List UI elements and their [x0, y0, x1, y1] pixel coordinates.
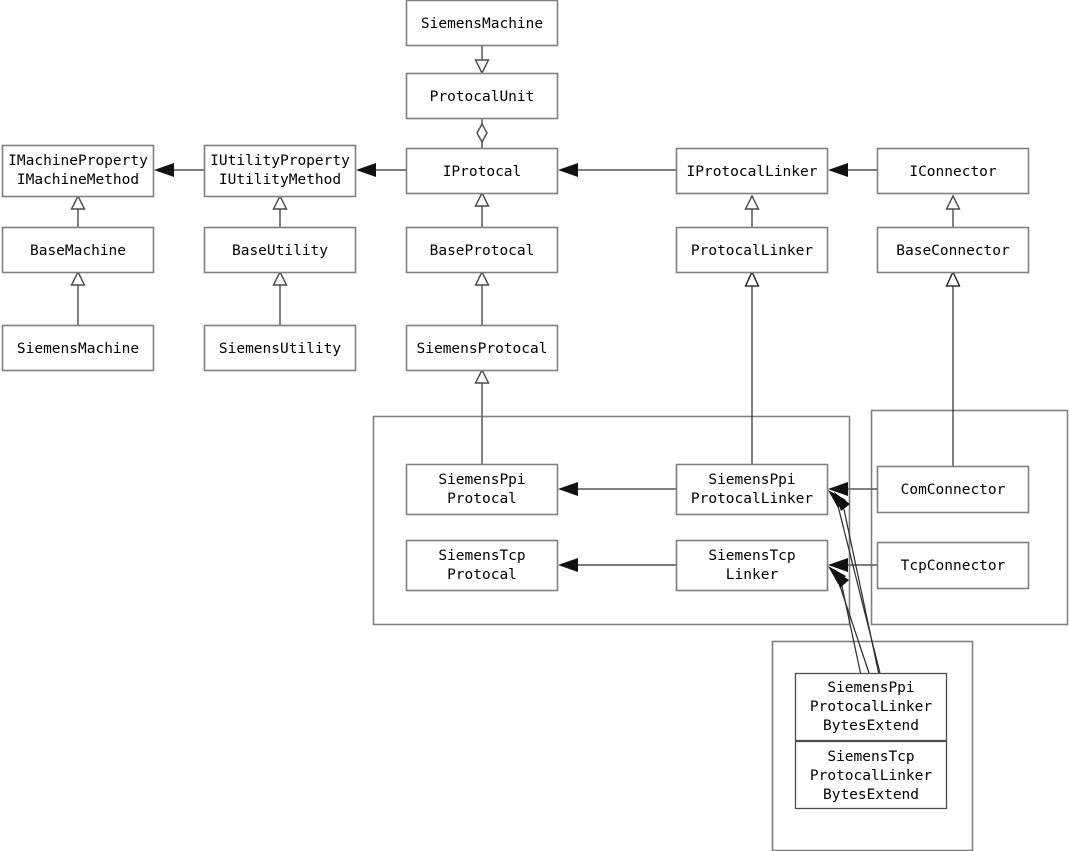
node-label-iprotocal-linker: IProtocalLinker — [687, 164, 818, 180]
node-base-connector[interactable]: BaseConnector — [876, 226, 1030, 274]
arrowhead-generalization-protocallinker — [744, 270, 760, 287]
arrowhead-generalization-protocalunit — [474, 59, 490, 75]
node-iconnector[interactable]: IConnector — [876, 147, 1030, 195]
arrowhead-generalization-baseutility — [272, 270, 288, 286]
group-connector-implementations — [870, 409, 1069, 626]
node-label-siemens-tcp-linker-line2: Linker — [726, 567, 779, 583]
node-siemens-ppi-protocal-linker[interactable]: SiemensPpi ProtocalLinker — [675, 463, 829, 516]
arrowhead-association-tcplinker-from-tcpbytes — [832, 569, 849, 588]
node-label-iutility-property-line1: IUtilityProperty — [210, 153, 350, 169]
node-siemens-ppi-protocal[interactable]: SiemensPpi Protocal — [405, 463, 559, 516]
node-protocal-linker[interactable]: ProtocalLinker — [675, 226, 829, 274]
node-label-siemens-machine-top: SiemensMachine — [421, 16, 543, 32]
node-label-siemens-tcp-bytes-extend-line3: BytesExtend — [823, 787, 919, 803]
arrowhead-association-iutility — [356, 163, 376, 177]
node-label-siemens-ppi-bytes-extend-line3: BytesExtend — [823, 718, 919, 734]
node-label-base-utility: BaseUtility — [232, 243, 328, 259]
node-label-siemens-protocal: SiemensProtocal — [417, 341, 548, 357]
node-label-com-connector: ComConnector — [901, 482, 1006, 498]
node-label-imachine-property-line2: IMachineMethod — [17, 172, 139, 188]
node-label-iutility-property-line2: IUtilityMethod — [219, 172, 341, 188]
node-label-protocal-linker: ProtocalLinker — [691, 243, 813, 259]
node-iprotocal[interactable]: IProtocal — [405, 147, 559, 195]
node-iutility-property[interactable]: IUtilityProperty IUtilityMethod — [203, 144, 357, 198]
node-tcp-connector[interactable]: TcpConnector — [876, 541, 1030, 590]
node-label-siemens-machine-bottom: SiemensMachine — [17, 341, 139, 357]
node-siemens-protocal[interactable]: SiemensProtocal — [405, 324, 559, 372]
arrowhead-generalization-baseprotocal — [474, 270, 490, 286]
node-label-base-protocal: BaseProtocal — [430, 243, 535, 259]
arrowhead-association-tcpprotocal — [558, 558, 578, 572]
node-label-base-connector: BaseConnector — [896, 243, 1010, 259]
arrowhead-association-ppilinker — [828, 482, 848, 496]
arrowhead-generalization-siemensprotocal — [474, 368, 490, 384]
arrowhead-association-tcplinker — [828, 558, 848, 572]
arrowhead-association-iprotocallinker — [828, 163, 848, 177]
node-label-siemens-ppi-protocal-line1: SiemensPpi — [438, 472, 525, 488]
node-label-siemens-tcp-protocal-line1: SiemensTcp — [438, 548, 525, 564]
node-label-iconnector: IConnector — [909, 164, 997, 180]
node-siemens-utility[interactable]: SiemensUtility — [203, 324, 357, 372]
arrowhead-association-ppiprotocal — [558, 482, 578, 496]
node-siemens-tcp-protocal[interactable]: SiemensTcp Protocal — [405, 539, 559, 592]
node-imachine-property[interactable]: IMachineProperty IMachineMethod — [1, 144, 155, 198]
node-siemens-tcp-linker[interactable]: SiemensTcp Linker — [675, 539, 829, 592]
arrowhead-association-ppilinker-from-tcpbytes — [834, 492, 850, 511]
node-label-siemens-ppi-protocal-line2: Protocal — [447, 491, 517, 507]
node-label-siemens-ppi-protocal-linker-line1: SiemensPpi — [708, 472, 795, 488]
node-label-siemens-tcp-bytes-extend-line1: SiemensTcp — [827, 749, 914, 765]
node-iprotocal-linker[interactable]: IProtocalLinker — [675, 147, 829, 195]
arrowhead-generalization-iprotocal — [474, 191, 490, 207]
node-label-siemens-tcp-bytes-extend-line2: ProtocalLinker — [810, 768, 932, 784]
arrowhead-generalization-iutility-2 — [272, 194, 288, 210]
arrowhead-association-iprotocal — [558, 163, 578, 177]
node-base-utility[interactable]: BaseUtility — [203, 226, 357, 274]
arrowhead-generalization-imachine — [70, 194, 86, 210]
node-label-imachine-property-line1: IMachineProperty — [8, 153, 148, 169]
node-label-tcp-connector: TcpConnector — [901, 558, 1006, 574]
node-label-siemens-ppi-protocal-linker-line2: ProtocalLinker — [691, 491, 813, 507]
arrowhead-association-imachine — [154, 163, 174, 177]
group-protocal-implementations — [372, 415, 851, 626]
edge-ppibytesextend-to-tcplinker — [835, 573, 870, 674]
node-siemens-machine-bottom[interactable]: SiemensMachine — [1, 324, 155, 372]
arrowhead-generalization-basemachine — [70, 270, 86, 286]
node-siemens-ppi-bytes-extend[interactable]: SiemensPpi ProtocalLinker BytesExtend — [794, 672, 948, 742]
node-label-iprotocal: IProtocal — [443, 164, 522, 180]
node-label-siemens-ppi-bytes-extend-line1: SiemensPpi — [827, 680, 914, 696]
node-protocal-unit[interactable]: ProtocalUnit — [405, 72, 559, 120]
node-siemens-machine-top[interactable]: SiemensMachine — [405, 0, 559, 47]
arrowhead-generalization-iprotocallinker — [744, 194, 760, 210]
node-base-protocal[interactable]: BaseProtocal — [405, 226, 559, 274]
node-siemens-tcp-bytes-extend[interactable]: SiemensTcp ProtocalLinker BytesExtend — [794, 740, 948, 810]
diamond-aggregation-iprotocal — [476, 122, 488, 144]
node-label-base-machine: BaseMachine — [30, 243, 126, 259]
arrowhead-generalization-iconnector — [945, 194, 961, 210]
node-label-siemens-tcp-protocal-line2: Protocal — [447, 567, 517, 583]
node-label-siemens-ppi-bytes-extend-line2: ProtocalLinker — [810, 699, 932, 715]
node-com-connector[interactable]: ComConnector — [876, 465, 1030, 514]
node-label-siemens-tcp-linker-line1: SiemensTcp — [708, 548, 795, 564]
arrowhead-generalization-baseconnector — [945, 270, 961, 287]
node-label-protocal-unit: ProtocalUnit — [430, 89, 535, 105]
node-base-machine[interactable]: BaseMachine — [1, 226, 155, 274]
node-label-siemens-utility: SiemensUtility — [219, 341, 341, 357]
